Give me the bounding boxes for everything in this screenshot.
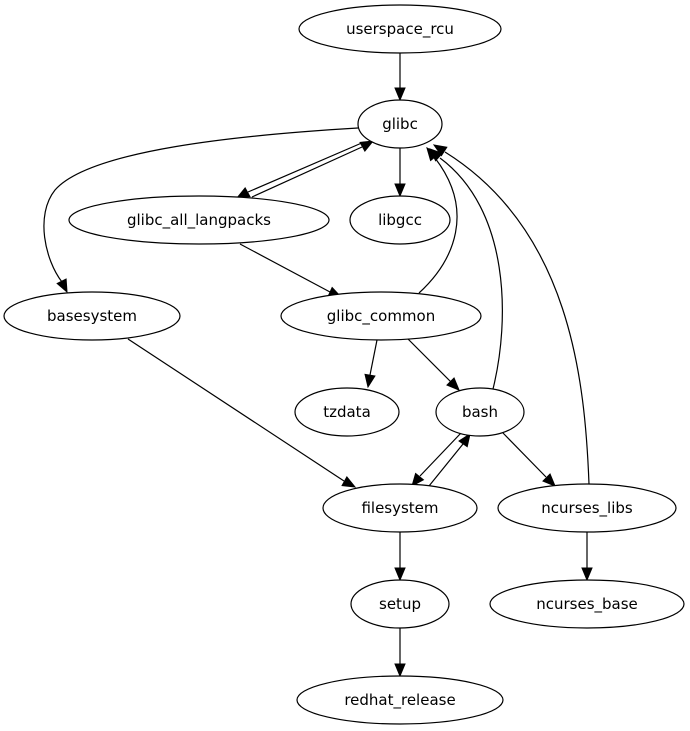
node-shape bbox=[296, 675, 504, 725]
edge-bash-to-ncurses-libs bbox=[502, 432, 556, 487]
node-label: setup bbox=[379, 595, 421, 613]
edge-line bbox=[43, 127, 359, 283]
edge-glibc-to-glibc-all-langpacks bbox=[235, 141, 365, 199]
node-shape bbox=[357, 99, 443, 149]
edge-line bbox=[428, 443, 464, 487]
edge-ncurses-libs-to-glibc bbox=[432, 144, 590, 485]
node-label: bash bbox=[462, 403, 498, 421]
edge-glibc-to-basesystem bbox=[43, 127, 359, 294]
edge-line bbox=[418, 157, 458, 294]
node-label: redhat_release bbox=[344, 691, 455, 710]
node-ncurses-libs[interactable]: ncurses_libs bbox=[497, 483, 677, 533]
edge-line bbox=[407, 338, 452, 383]
node-label: tzdata bbox=[323, 403, 371, 421]
node-shape bbox=[322, 483, 478, 533]
node-shape bbox=[3, 291, 181, 341]
edge-line bbox=[247, 141, 365, 193]
edge-line bbox=[251, 146, 363, 198]
node-shape bbox=[435, 387, 525, 437]
node-userspace-rcu[interactable]: userspace_rcu bbox=[298, 4, 502, 54]
arrowhead-icon bbox=[394, 663, 406, 678]
node-label: libgcc bbox=[378, 211, 422, 229]
arrowhead-icon bbox=[359, 140, 375, 153]
edge-line bbox=[502, 432, 547, 478]
node-shape bbox=[294, 387, 400, 437]
arrowhead-icon bbox=[56, 278, 68, 294]
arrowhead-icon bbox=[446, 377, 460, 391]
node-libgcc[interactable]: libgcc bbox=[349, 195, 451, 245]
edge-line bbox=[439, 157, 503, 390]
arrowhead-icon bbox=[394, 87, 406, 102]
edge-ncurses-libs-to-ncurses-base bbox=[581, 532, 593, 582]
node-tzdata[interactable]: tzdata bbox=[294, 387, 400, 437]
arrowhead-icon bbox=[341, 475, 357, 488]
arrowhead-icon bbox=[581, 567, 593, 582]
node-label: basesystem bbox=[47, 307, 137, 325]
arrowhead-icon bbox=[429, 148, 444, 162]
edge-line bbox=[419, 432, 462, 477]
node-glibc[interactable]: glibc bbox=[357, 99, 443, 149]
edge-filesystem-to-setup bbox=[394, 532, 406, 582]
node-label: ncurses_libs bbox=[541, 499, 633, 518]
node-glibc-all-langpacks[interactable]: glibc_all_langpacks bbox=[68, 195, 330, 245]
node-setup[interactable]: setup bbox=[350, 579, 450, 629]
edge-line bbox=[239, 243, 331, 293]
node-label: filesystem bbox=[361, 499, 438, 517]
edge-line bbox=[369, 339, 378, 376]
node-shape bbox=[68, 195, 330, 245]
edge-filesystem-to-bash bbox=[428, 432, 471, 487]
node-basesystem[interactable]: basesystem bbox=[3, 291, 181, 341]
node-label: glibc bbox=[382, 115, 418, 133]
node-filesystem[interactable]: filesystem bbox=[322, 483, 478, 533]
arrowhead-icon bbox=[432, 144, 448, 157]
edge-glibc-common-to-tzdata bbox=[364, 339, 378, 389]
node-shape bbox=[280, 291, 482, 341]
node-shape bbox=[298, 4, 502, 54]
arrowhead-icon bbox=[411, 472, 425, 488]
node-label: glibc_common bbox=[327, 307, 435, 326]
edge-line bbox=[444, 151, 590, 485]
edge-line bbox=[127, 338, 345, 482]
node-glibc-common[interactable]: glibc_common bbox=[280, 291, 482, 341]
arrowhead-icon bbox=[458, 432, 471, 448]
node-shape bbox=[489, 579, 685, 629]
node-ncurses-base[interactable]: ncurses_base bbox=[489, 579, 685, 629]
node-label: userspace_rcu bbox=[346, 20, 454, 39]
edge-bash-to-filesystem bbox=[411, 432, 462, 488]
arrowhead-icon bbox=[394, 567, 406, 582]
edge-setup-to-redhat-release bbox=[394, 628, 406, 678]
edge-glibc-all-langpacks-to-glibc-common bbox=[239, 243, 343, 298]
node-shape bbox=[350, 579, 450, 629]
edge-glibc-to-libgcc bbox=[394, 148, 406, 198]
node-label: ncurses_base bbox=[536, 595, 638, 614]
edge-bash-to-glibc bbox=[429, 148, 503, 390]
edge-userspace-rcu-to-glibc bbox=[394, 53, 406, 102]
arrowhead-icon bbox=[364, 373, 376, 389]
arrowhead-icon bbox=[235, 186, 251, 199]
edge-glibc-common-to-bash bbox=[407, 338, 460, 391]
edge-glibc-all-langpacks-to-glibc bbox=[251, 140, 375, 198]
node-label: glibc_all_langpacks bbox=[127, 211, 271, 230]
edge-basesystem-to-filesystem bbox=[127, 338, 357, 488]
node-redhat-release[interactable]: redhat_release bbox=[296, 675, 504, 725]
node-shape bbox=[349, 195, 451, 245]
edges-layer bbox=[43, 53, 593, 678]
arrowhead-icon bbox=[394, 183, 406, 198]
node-shape bbox=[497, 483, 677, 533]
node-bash[interactable]: bash bbox=[435, 387, 525, 437]
arrowhead-icon bbox=[542, 473, 556, 487]
